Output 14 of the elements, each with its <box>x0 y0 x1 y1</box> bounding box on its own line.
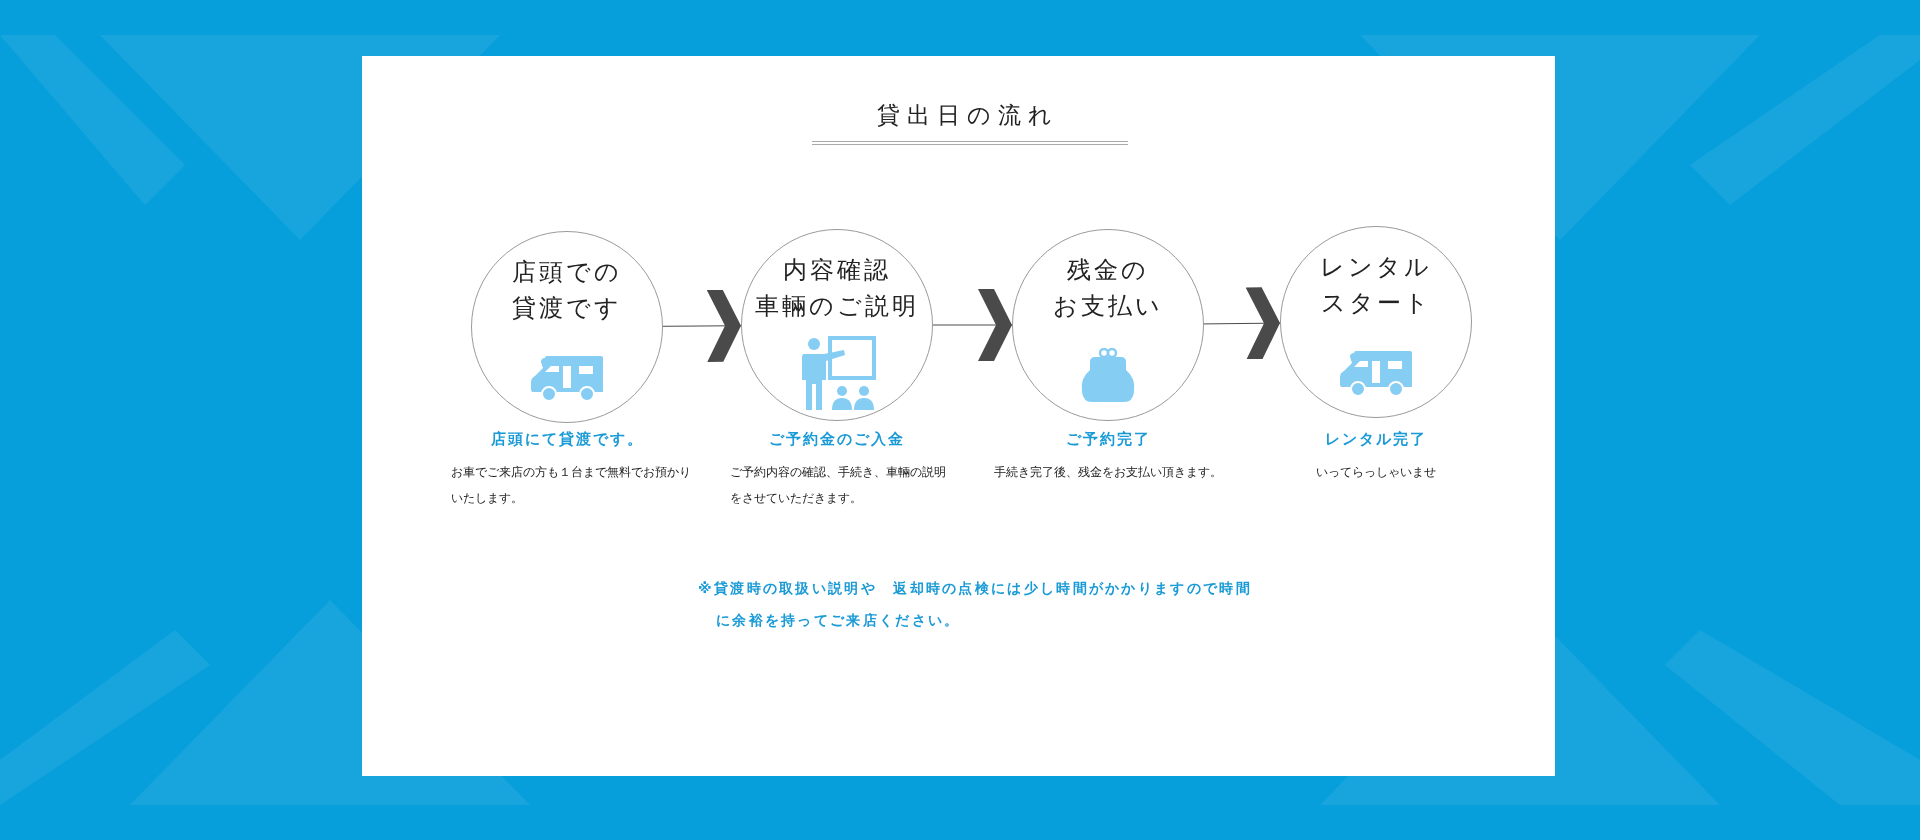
diagram-title: 貸出日の流れ <box>876 101 1060 130</box>
step-title: 店頭での貸渡です <box>511 257 623 324</box>
step-description: 手続き完了後、残金をお支払い頂きます。 <box>993 464 1223 481</box>
step-description: いってらっしゃいませ <box>1315 464 1437 481</box>
step-heading: ご予約完了 <box>1064 430 1152 449</box>
step-title: 内容確認車輛のご説明 <box>754 255 920 322</box>
note-text: ※貸渡時の取扱い説明や 返却時の点検には少し時間がかかりますので時間に余裕を持ってご来店ください。 <box>698 579 1253 630</box>
step-heading: 店頭にて貸渡です。 <box>489 430 645 449</box>
step-description: ご予約内容の確認、手続き、車輛の説明をさせていただきます。 <box>730 464 947 507</box>
step-heading: ご予約金のご入金 <box>768 430 906 449</box>
step-title: 残金のお支払い <box>1052 255 1164 322</box>
step-description: お車でご来店の方も１台まで無料でお預かりいたします。 <box>451 464 692 507</box>
step-heading: レンタル完了 <box>1324 430 1428 449</box>
step-title: レンタルスタート <box>1319 252 1433 319</box>
